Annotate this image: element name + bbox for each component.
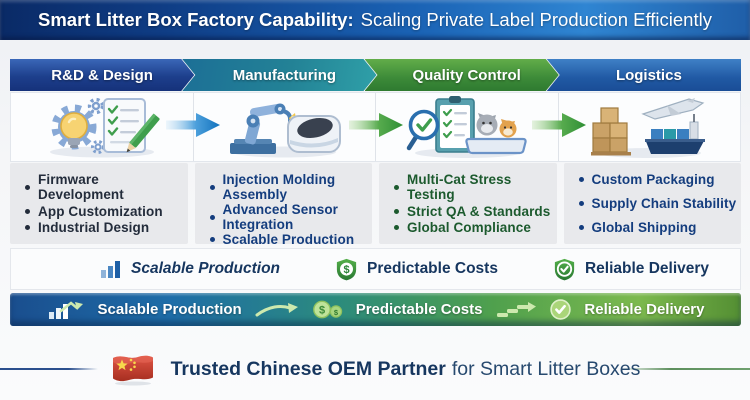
green-arrow-icon [349, 113, 403, 137]
svg-text:$: $ [319, 305, 325, 317]
list-item: Strict QA & Standards [394, 204, 553, 219]
blue-arrow-icon [166, 113, 220, 137]
dollar-shield-icon: $ [336, 258, 357, 280]
banner-benefit-label: Predictable Costs [355, 301, 483, 318]
logistics-icon-cell [559, 93, 741, 161]
green-arrow-icon [532, 113, 586, 137]
cargo-boxes [591, 107, 632, 156]
list-item: Advanced Sensor Integration [210, 202, 369, 232]
step-up-arrow-icon [495, 301, 537, 318]
lightbulb-checklist-icon [49, 97, 160, 158]
process-header-row: R&D & Design Manufacturing Quality Contr… [10, 59, 741, 91]
benefit-scalable-production: Scalable Production [99, 258, 280, 280]
list-item: Global Shipping [579, 220, 738, 235]
robot-arm-litter-box-icon [230, 103, 342, 158]
feature-list-manufacturing: Injection Molding Assembly Advanced Sens… [194, 163, 372, 247]
footer-text-rest: for Smart Litter Boxes [451, 357, 641, 380]
feature-list-quality-control: Multi-Cat Stress Testing Strict QA & Sta… [379, 163, 557, 244]
benefit-badge-row: Scalable Production $ Predictable Costs … [10, 248, 741, 290]
plane-boxes-ship-icon [591, 98, 706, 158]
banner-benefit-label: Reliable Delivery [584, 301, 705, 318]
feature-list-logistics: Custom Packaging Supply Chain Stability … [563, 163, 741, 244]
benefit-reliable-delivery: Reliable Delivery [553, 258, 709, 281]
growth-bars-icon [47, 299, 85, 321]
banner-benefit-label: Scalable Production [97, 301, 242, 318]
list-item: Supply Chain Stability [579, 196, 738, 211]
check-circle-icon [550, 299, 572, 320]
list-item: Global Compliance [394, 220, 553, 235]
banner-title-rest: Scaling Private Label Production Efficie… [360, 9, 712, 30]
coins-icon: $ $ [312, 300, 343, 319]
airplane [641, 98, 705, 120]
cargo-ship [645, 114, 706, 154]
benefit-predictable-costs: $ Predictable Costs [335, 258, 498, 281]
rd-design-icon-cell [11, 93, 194, 161]
title-banner: Smart Litter Box Factory Capability: Sca… [0, 0, 750, 40]
benefit-banner: Scalable Production $ $ Predictable Cost… [10, 293, 741, 326]
step-header-rd-design: R&D & Design [10, 59, 194, 91]
inspection-cats-icon [406, 96, 527, 158]
svg-text:$: $ [343, 264, 349, 276]
list-item: App Customization [25, 204, 184, 219]
china-flag-icon [112, 355, 153, 386]
svg-text:$: $ [334, 308, 339, 317]
check-shield-icon [554, 258, 575, 280]
list-item: Scalable Production [210, 232, 369, 247]
quality-control-icon-cell [376, 93, 559, 161]
step-header-logistics: Logistics [546, 59, 741, 91]
list-item: Custom Packaging [579, 172, 738, 187]
step-header-quality-control: Quality Control [365, 59, 559, 91]
step-icon-row [10, 92, 741, 162]
list-item: Industrial Design [25, 220, 184, 235]
banner-title-bold: Smart Litter Box Factory Capability: [38, 9, 354, 30]
footer-text-bold: Trusted Chinese OEM Partner [170, 357, 446, 380]
growth-arrow-icon [255, 302, 299, 318]
footer-rule-right [618, 368, 750, 370]
feature-lists: Firmware Development App Customization I… [10, 163, 741, 247]
step-header-manufacturing: Manufacturing [182, 59, 376, 91]
list-item: Multi-Cat Stress Testing [394, 172, 553, 202]
list-item: Injection Molding Assembly [210, 172, 369, 202]
list-item: Firmware Development [25, 172, 184, 202]
feature-list-rd-design: Firmware Development App Customization I… [10, 163, 188, 244]
footer-rule-left [0, 368, 98, 370]
bar-chart-icon [101, 261, 120, 278]
